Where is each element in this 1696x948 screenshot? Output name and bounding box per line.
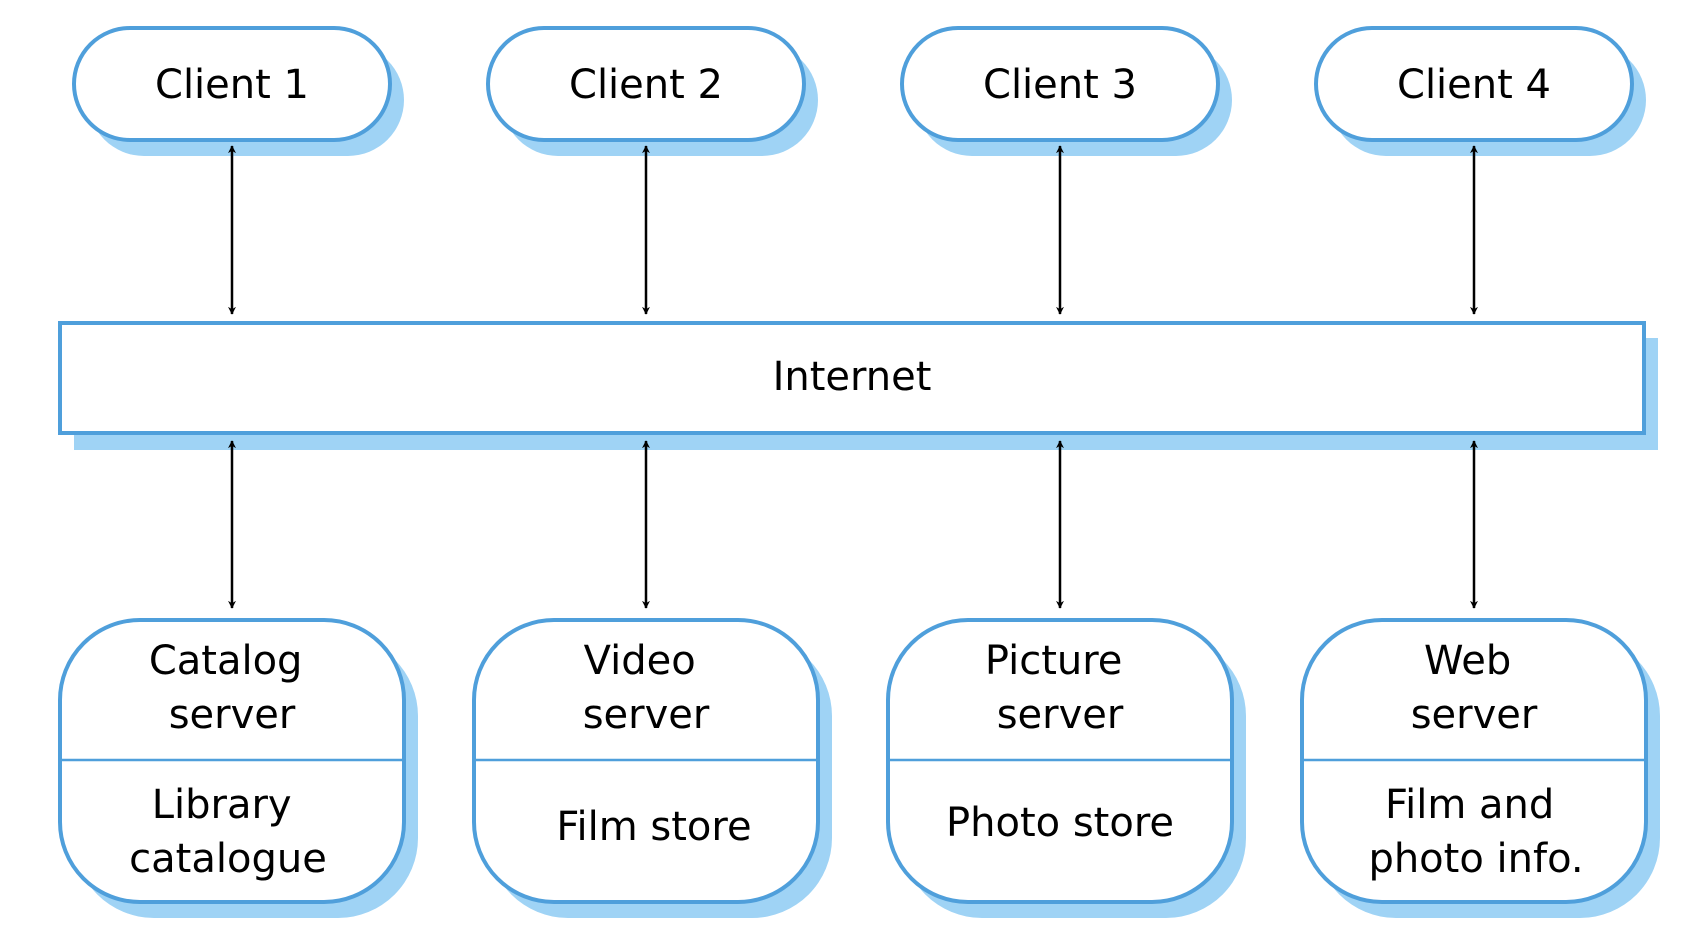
server-store: Film store — [556, 804, 751, 850]
internet-box — [58, 321, 1646, 435]
server-store-line: Library — [152, 782, 292, 828]
server-name-line: server — [583, 692, 710, 738]
server-node: Picture server Photo store — [886, 618, 1246, 918]
client-node: Client 3 — [900, 26, 1232, 156]
client-box — [1314, 26, 1634, 142]
client-node: Client 4 — [1314, 26, 1646, 156]
server-node: Video server Film store — [472, 618, 832, 918]
server-name-line: server — [997, 692, 1124, 738]
server-store: Photo store — [946, 800, 1174, 846]
server-store: Film and photo info. — [1368, 782, 1583, 882]
server-name-line: Video — [584, 638, 696, 684]
client-box — [900, 26, 1220, 142]
client-node: Client 2 — [486, 26, 818, 156]
server-name-line: server — [169, 692, 296, 738]
client-label: Client 1 — [155, 62, 309, 108]
client-label: Client 3 — [983, 62, 1137, 108]
server-name: Catalog server — [149, 638, 315, 738]
internet-label: Internet — [773, 354, 932, 400]
server-store-line: Film store — [556, 804, 751, 850]
server-node: Catalog server Library catalogue — [58, 618, 418, 918]
client-label: Client 2 — [569, 62, 723, 108]
client-box — [486, 26, 806, 142]
server-name-line: Catalog — [149, 638, 303, 684]
client-label: Client 4 — [1397, 62, 1551, 108]
server-store-line: Photo store — [946, 800, 1174, 846]
server-name-line: server — [1411, 692, 1538, 738]
server-store: Library catalogue — [129, 782, 327, 882]
server-store-line: catalogue — [129, 836, 327, 882]
server-name: Picture server — [985, 638, 1135, 738]
server-name-line: Web — [1424, 638, 1511, 684]
server-name-line: Picture — [985, 638, 1123, 684]
server-name: Video server — [583, 638, 710, 738]
server-name: Web server — [1411, 638, 1538, 738]
client-box — [72, 26, 392, 142]
internet-node: Internet — [58, 321, 1658, 450]
client-node: Client 1 — [72, 26, 404, 156]
server-node: Web server Film and photo info. — [1300, 618, 1660, 918]
server-store-line: Film and — [1385, 782, 1554, 828]
server-store-line: photo info. — [1368, 836, 1583, 882]
